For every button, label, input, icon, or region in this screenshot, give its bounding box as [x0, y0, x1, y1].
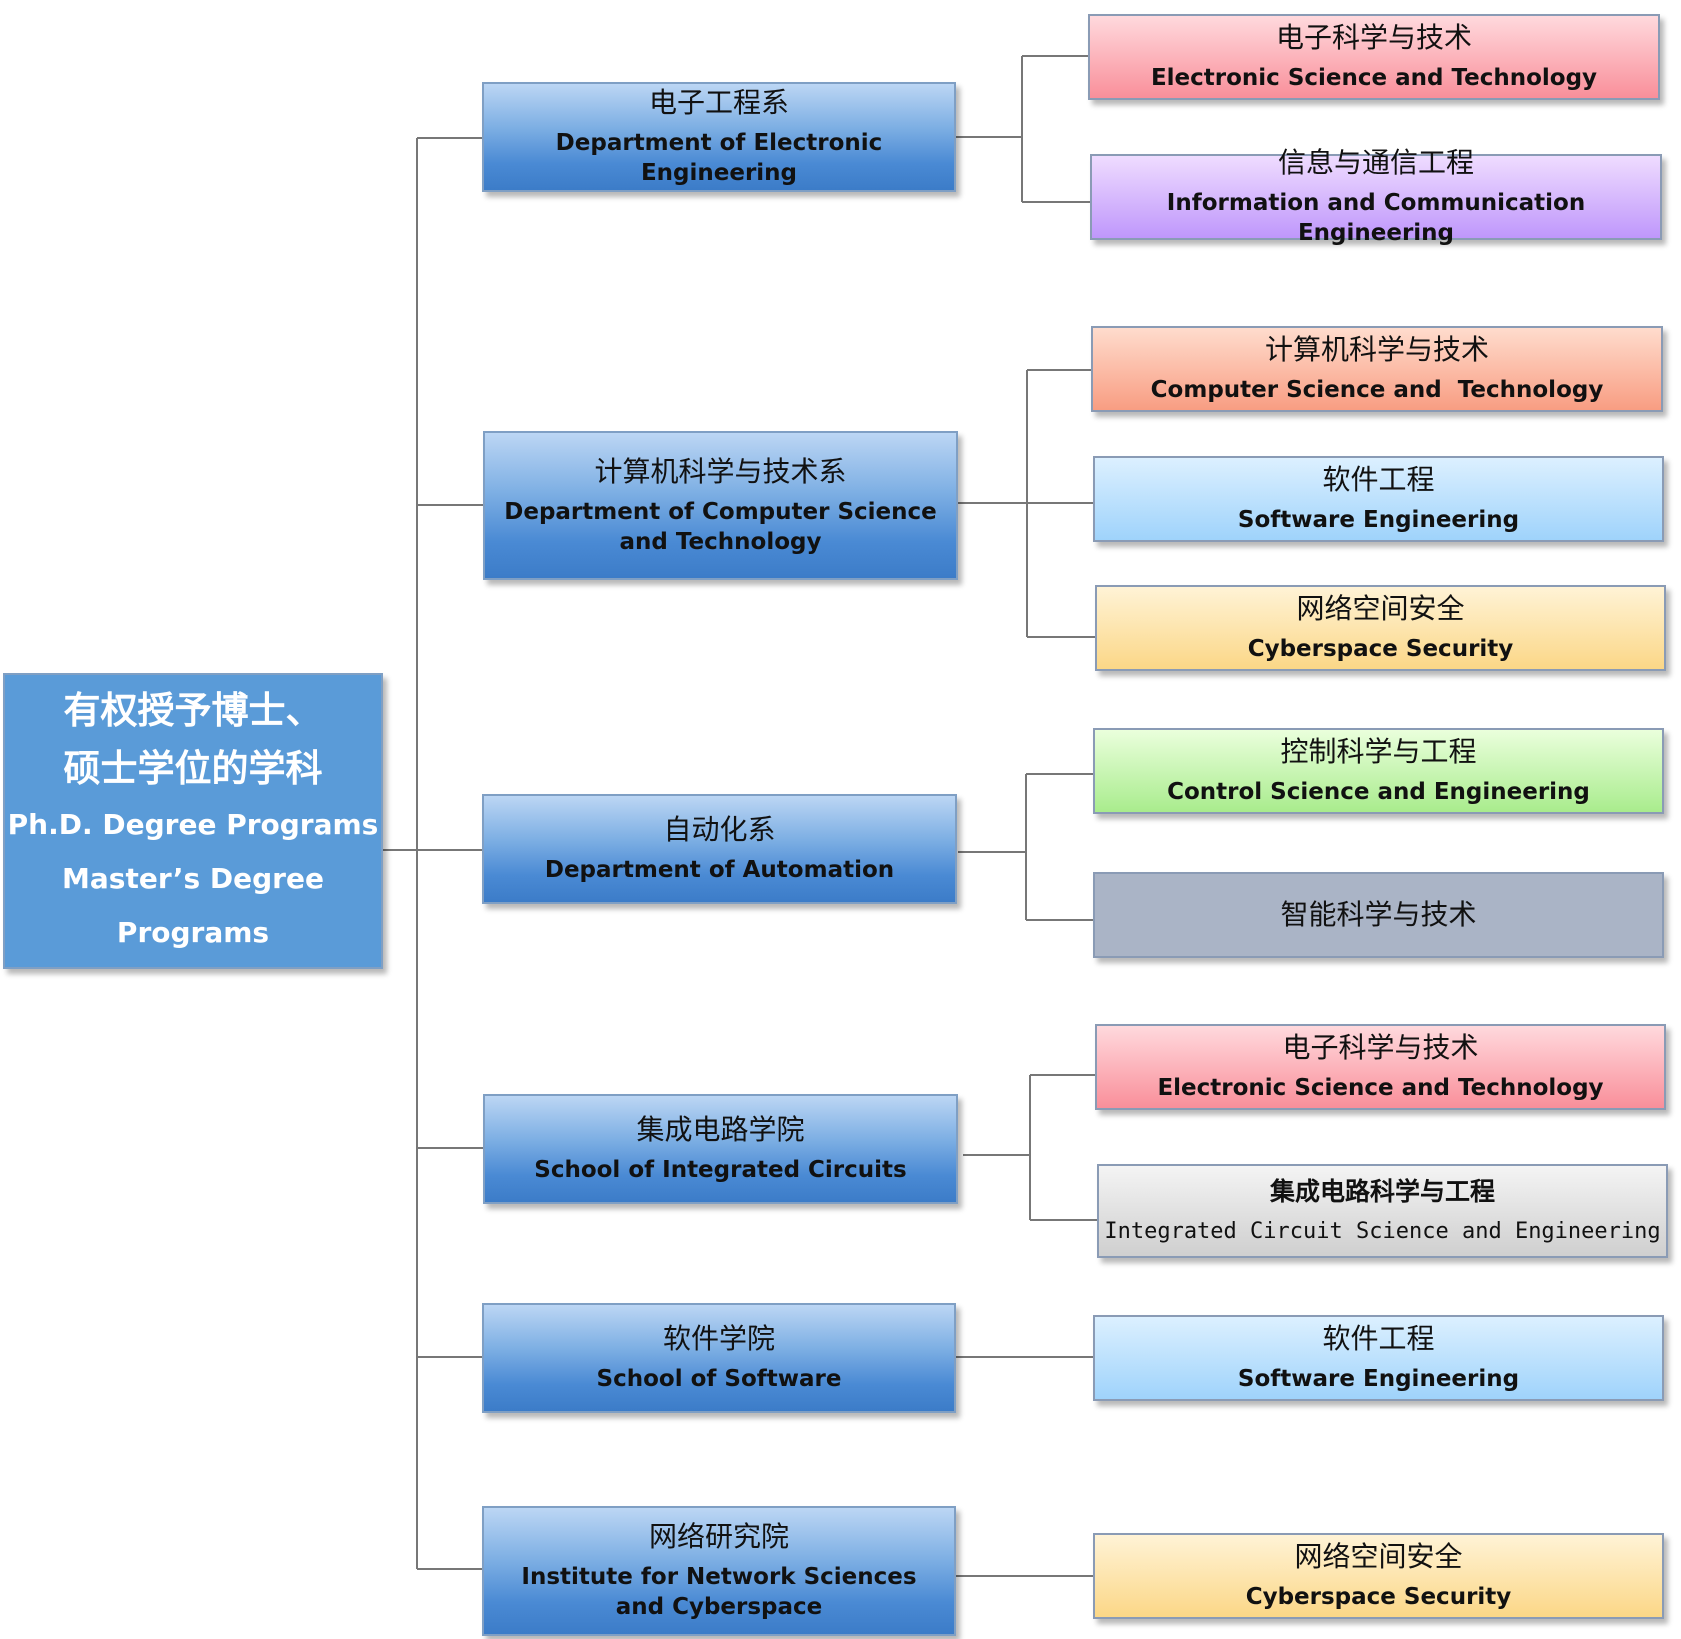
program-en: Computer Science and Technology [1150, 377, 1604, 403]
dept-zh: 网络研究院 [648, 1520, 789, 1553]
program-zh: 网络空间安全 [1294, 1540, 1463, 1573]
dept-en: Department of Computer Science and Techn… [504, 498, 937, 555]
program-integrated-circuit-science: 集成电路科学与工程 Integrated Circuit Science and… [1097, 1164, 1668, 1258]
dept-zh: 集成电路学院 [636, 1113, 805, 1146]
program-en: Integrated Circuit Science and Engineeri… [1104, 1219, 1661, 1244]
program-electronic-science-technology-ic: 电子科学与技术 Electronic Science and Technolog… [1095, 1024, 1666, 1110]
dept-integrated-circuits: 集成电路学院 School of Integrated Circuits [483, 1094, 958, 1204]
program-software-engineering: 软件工程 Software Engineering [1093, 456, 1664, 542]
program-en: Electronic Science and Technology [1157, 1075, 1604, 1101]
dept-software: 软件学院 School of Software [482, 1303, 956, 1413]
root-title-zh-1: 有权授予博士、 [63, 689, 323, 732]
dept-zh: 自动化系 [663, 813, 776, 846]
program-electronic-science-technology: 电子科学与技术 Electronic Science and Technolog… [1088, 14, 1660, 100]
root-title-en-2: Master’s Degree Programs [62, 862, 324, 949]
dept-network-sciences: 网络研究院 Institute for Network Sciences and… [482, 1506, 956, 1636]
root-degree-programs: 有权授予博士、 硕士学位的学科 Ph.D. Degree Programs Ma… [3, 673, 383, 969]
program-zh: 电子科学与技术 [1282, 1031, 1479, 1064]
program-computer-science-technology: 计算机科学与技术 Computer Science and Technology [1091, 326, 1663, 412]
dept-electronic-engineering: 电子工程系 Department of Electronic Engineeri… [482, 82, 956, 192]
program-en: Software Engineering [1237, 1366, 1520, 1392]
dept-zh: 电子工程系 [648, 86, 789, 119]
dept-zh: 软件学院 [662, 1322, 775, 1355]
program-zh: 网络空间安全 [1296, 592, 1465, 625]
program-en: Control Science and Engineering [1167, 779, 1590, 805]
program-zh: 计算机科学与技术 [1264, 333, 1489, 366]
program-software-engineering-school: 软件工程 Software Engineering [1093, 1315, 1664, 1401]
program-cyberspace-security-institute: 网络空间安全 Cyberspace Security [1093, 1533, 1664, 1619]
root-title-en-1: Ph.D. Degree Programs [7, 808, 379, 841]
dept-en: Institute for Network Sciences and Cyber… [521, 1564, 917, 1620]
program-control-science-engineering: 控制科学与工程 Control Science and Engineering [1093, 728, 1664, 814]
dept-en: Department of Electronic Engineering [555, 130, 883, 186]
program-zh: 信息与通信工程 [1277, 146, 1474, 179]
program-cyberspace-security: 网络空间安全 Cyberspace Security [1095, 585, 1666, 671]
dept-en: School of Software [596, 1366, 842, 1392]
dept-en: Department of Automation [544, 857, 895, 883]
program-zh: 软件工程 [1322, 463, 1435, 496]
program-en: Cyberspace Security [1247, 636, 1514, 662]
program-en: Information and Communication Engineerin… [1166, 190, 1586, 246]
program-en: Software Engineering [1237, 507, 1520, 533]
program-en: Electronic Science and Technology [1150, 65, 1598, 91]
dept-en: School of Integrated Circuits [534, 1157, 907, 1183]
program-information-communication: 信息与通信工程 Information and Communication En… [1090, 146, 1662, 246]
root-title-zh-2: 硕士学位的学科 [63, 747, 323, 790]
program-zh: 软件工程 [1322, 1322, 1435, 1355]
dept-computer-science: 计算机科学与技术系 Department of Computer Science… [483, 431, 958, 580]
program-zh: 智能科学与技术 [1280, 898, 1477, 931]
program-zh: 控制科学与工程 [1280, 735, 1477, 768]
program-en: Cyberspace Security [1245, 1584, 1512, 1610]
dept-zh: 计算机科学与技术系 [594, 454, 847, 488]
program-zh: 电子科学与技术 [1275, 21, 1472, 54]
dept-automation: 自动化系 Department of Automation [482, 794, 957, 904]
program-zh: 集成电路科学与工程 [1269, 1177, 1495, 1206]
program-intelligent-science-technology: 智能科学与技术 [1093, 872, 1664, 958]
